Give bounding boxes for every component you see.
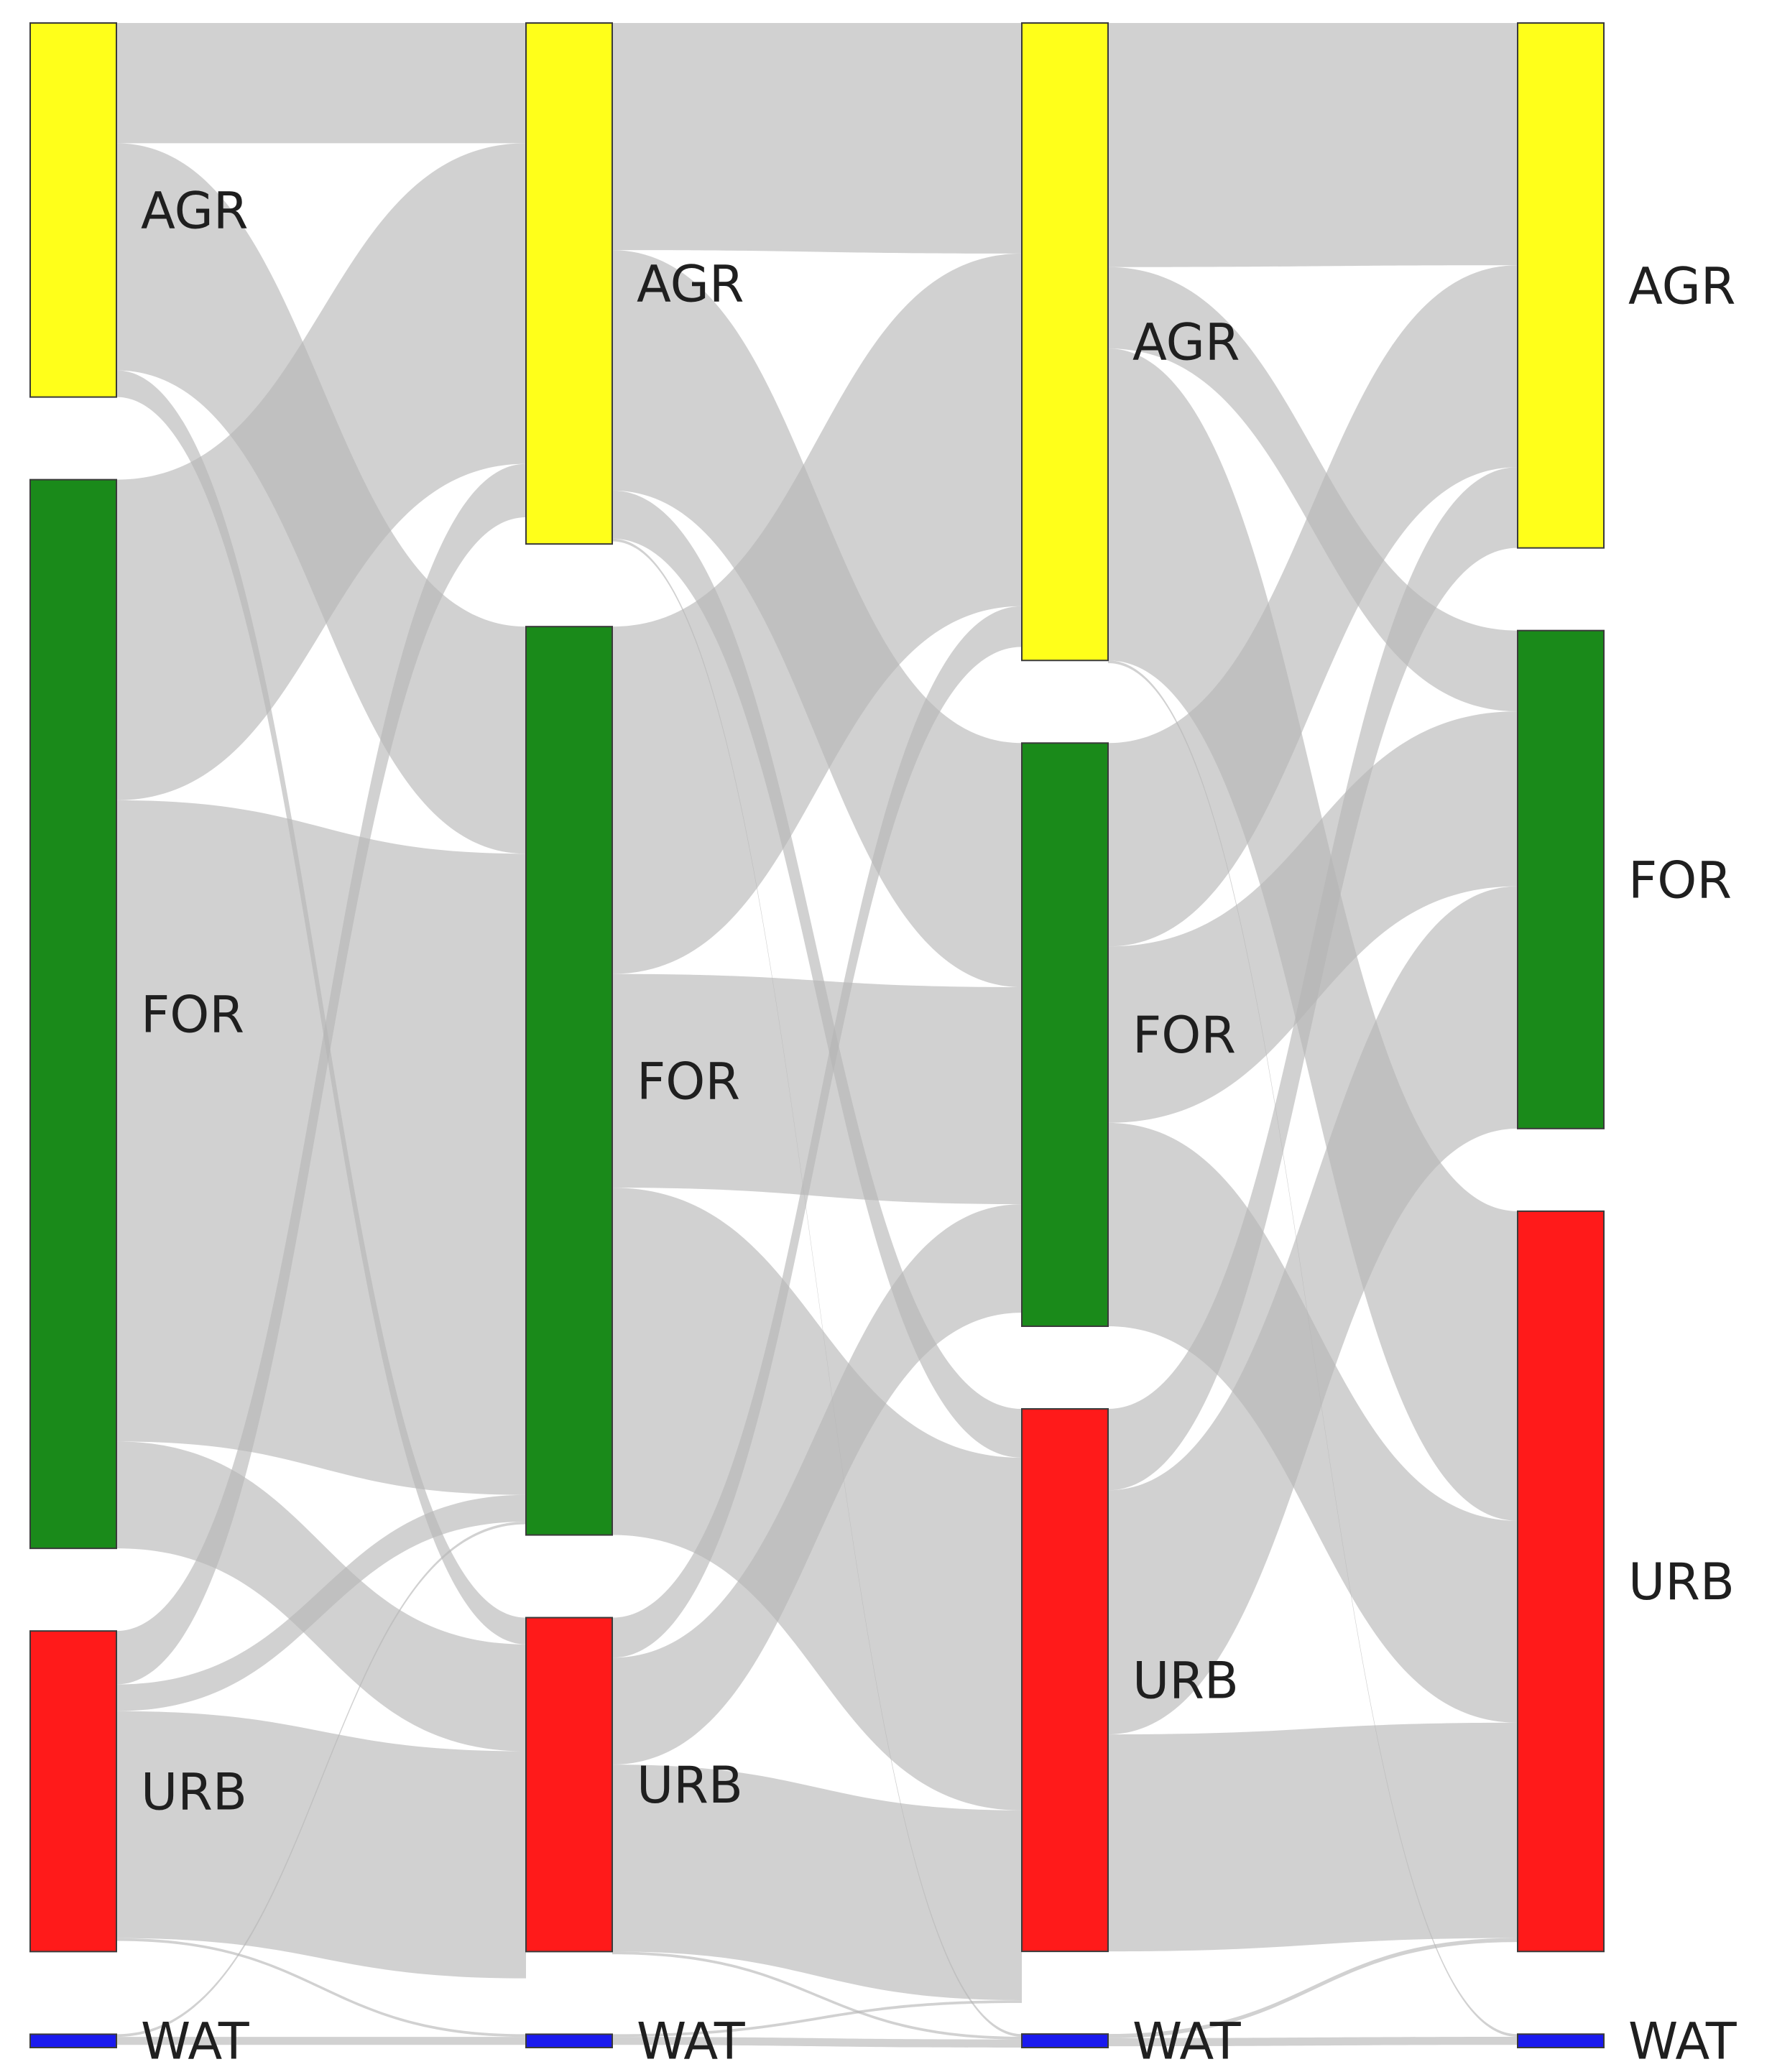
node-label-agr-col-3: AGR [1132, 313, 1240, 372]
node-label-agr-col-4: AGR [1628, 256, 1736, 315]
flow-urb-to-urb-stage-2 [612, 1765, 1022, 2001]
node-label-wat-col-3: WAT [1132, 2012, 1241, 2071]
flow-urb-to-agr-stage-2 [612, 606, 1022, 1658]
flow-wat-to-urb-stage-2 [612, 2000, 1022, 2038]
node-label-for-col-4: FOR [1628, 851, 1732, 910]
node-wat-col-1 [29, 2033, 117, 2048]
flow-urb-to-wat-stage-1 [116, 1938, 526, 2038]
flow-for-to-agr-stage-3 [1108, 265, 1518, 947]
flow-urb-to-wat-stage-2 [612, 1951, 1022, 2040]
flow-agr-to-urb-stage-2 [612, 490, 1022, 1458]
node-label-wat-col-2: WAT [637, 2012, 745, 2071]
flow-wat-to-wat-stage-2 [612, 2037, 1022, 2048]
flow-urb-to-agr-stage-3 [1108, 467, 1518, 1491]
node-wat-col-4 [1517, 2033, 1605, 2048]
flow-wat-to-wat-stage-1 [116, 2037, 526, 2045]
flow-for-to-for-stage-1 [116, 800, 526, 1495]
flow-for-to-agr-stage-1 [116, 143, 526, 800]
flow-wat-to-for-stage-1 [116, 1521, 526, 2038]
flow-agr-to-wat-stage-2 [612, 538, 1022, 2037]
labels-layer: AGR FOR URB WAT AGR FOR URB WAT AGR FOR URB WAT AGR F… [141, 181, 1737, 2071]
node-urb-col-4 [1517, 1210, 1605, 1953]
node-label-for-col-2: FOR [637, 1052, 740, 1111]
node-label-for-col-1: FOR [141, 985, 244, 1044]
node-label-wat-col-4: WAT [1628, 2012, 1737, 2071]
flow-agr-to-agr-stage-3 [1108, 23, 1518, 267]
node-label-for-col-3: FOR [1132, 1006, 1236, 1065]
flow-wat-to-wat-stage-3 [1108, 2037, 1518, 2047]
node-label-urb-col-1: URB [141, 1762, 247, 1821]
flows-layer [116, 23, 1518, 2048]
node-agr-col-1 [29, 22, 117, 398]
flow-agr-to-agr-stage-2 [612, 23, 1022, 254]
flow-for-to-agr-stage-2 [612, 253, 1022, 974]
node-label-urb-col-2: URB [637, 1756, 743, 1815]
node-for-col-2 [525, 626, 613, 1536]
flow-wat-to-urb-stage-3 [1108, 1938, 1518, 2038]
flow-urb-to-for-stage-3 [1108, 886, 1518, 1735]
flow-urb-to-for-stage-2 [612, 1204, 1022, 1765]
node-for-col-3 [1021, 742, 1109, 1328]
node-label-urb-col-3: URB [1132, 1652, 1239, 1711]
node-label-urb-col-4: URB [1628, 1553, 1735, 1611]
node-urb-col-1 [29, 1630, 117, 1953]
node-label-agr-col-2: AGR [637, 255, 744, 314]
node-urb-col-2 [525, 1617, 613, 1953]
flow-urb-to-urb-stage-3 [1108, 1722, 1518, 1952]
flow-urb-to-agr-stage-1 [116, 463, 526, 1685]
flow-urb-to-urb-stage-1 [116, 1711, 526, 1979]
node-label-wat-col-1: WAT [141, 2012, 249, 2071]
flow-for-to-for-stage-3 [1108, 711, 1518, 1123]
node-urb-col-3 [1021, 1408, 1109, 1953]
flow-for-to-for-stage-2 [612, 973, 1022, 1205]
flow-urb-to-for-stage-1 [116, 1494, 526, 1711]
node-wat-col-2 [525, 2033, 613, 2048]
node-label-agr-col-1: AGR [141, 181, 249, 240]
node-wat-col-3 [1021, 2033, 1109, 2048]
node-agr-col-3 [1021, 22, 1109, 662]
node-agr-col-2 [525, 22, 613, 545]
node-for-col-1 [29, 478, 117, 1550]
flow-agr-to-agr-stage-1 [116, 23, 526, 144]
node-for-col-4 [1517, 629, 1605, 1129]
node-agr-col-4 [1517, 22, 1605, 549]
nodes-layer [29, 22, 1605, 2048]
